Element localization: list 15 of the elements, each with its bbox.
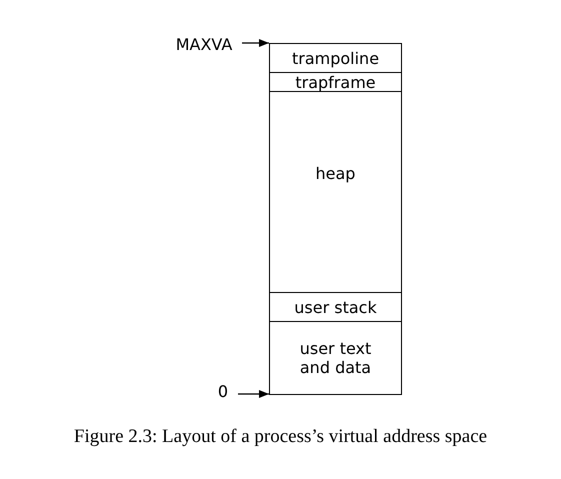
arrow [238,390,269,398]
memory-region [269,43,402,73]
address-label: 0 [210,380,236,402]
region-label: user text and data [298,339,372,377]
arrow [242,39,269,47]
region-label: trapframe [295,72,376,92]
memory-region [269,91,402,293]
memory-region [269,321,402,395]
memory-region [269,72,402,92]
region-label: trampoline [292,48,380,68]
memory-region [269,292,402,322]
figure-caption: Figure 2.3: Layout of a process’s virtual address space [72,426,488,448]
region-label: heap [316,164,356,183]
region-label: user stack [294,298,377,316]
address-label: MAXVA [168,33,240,55]
